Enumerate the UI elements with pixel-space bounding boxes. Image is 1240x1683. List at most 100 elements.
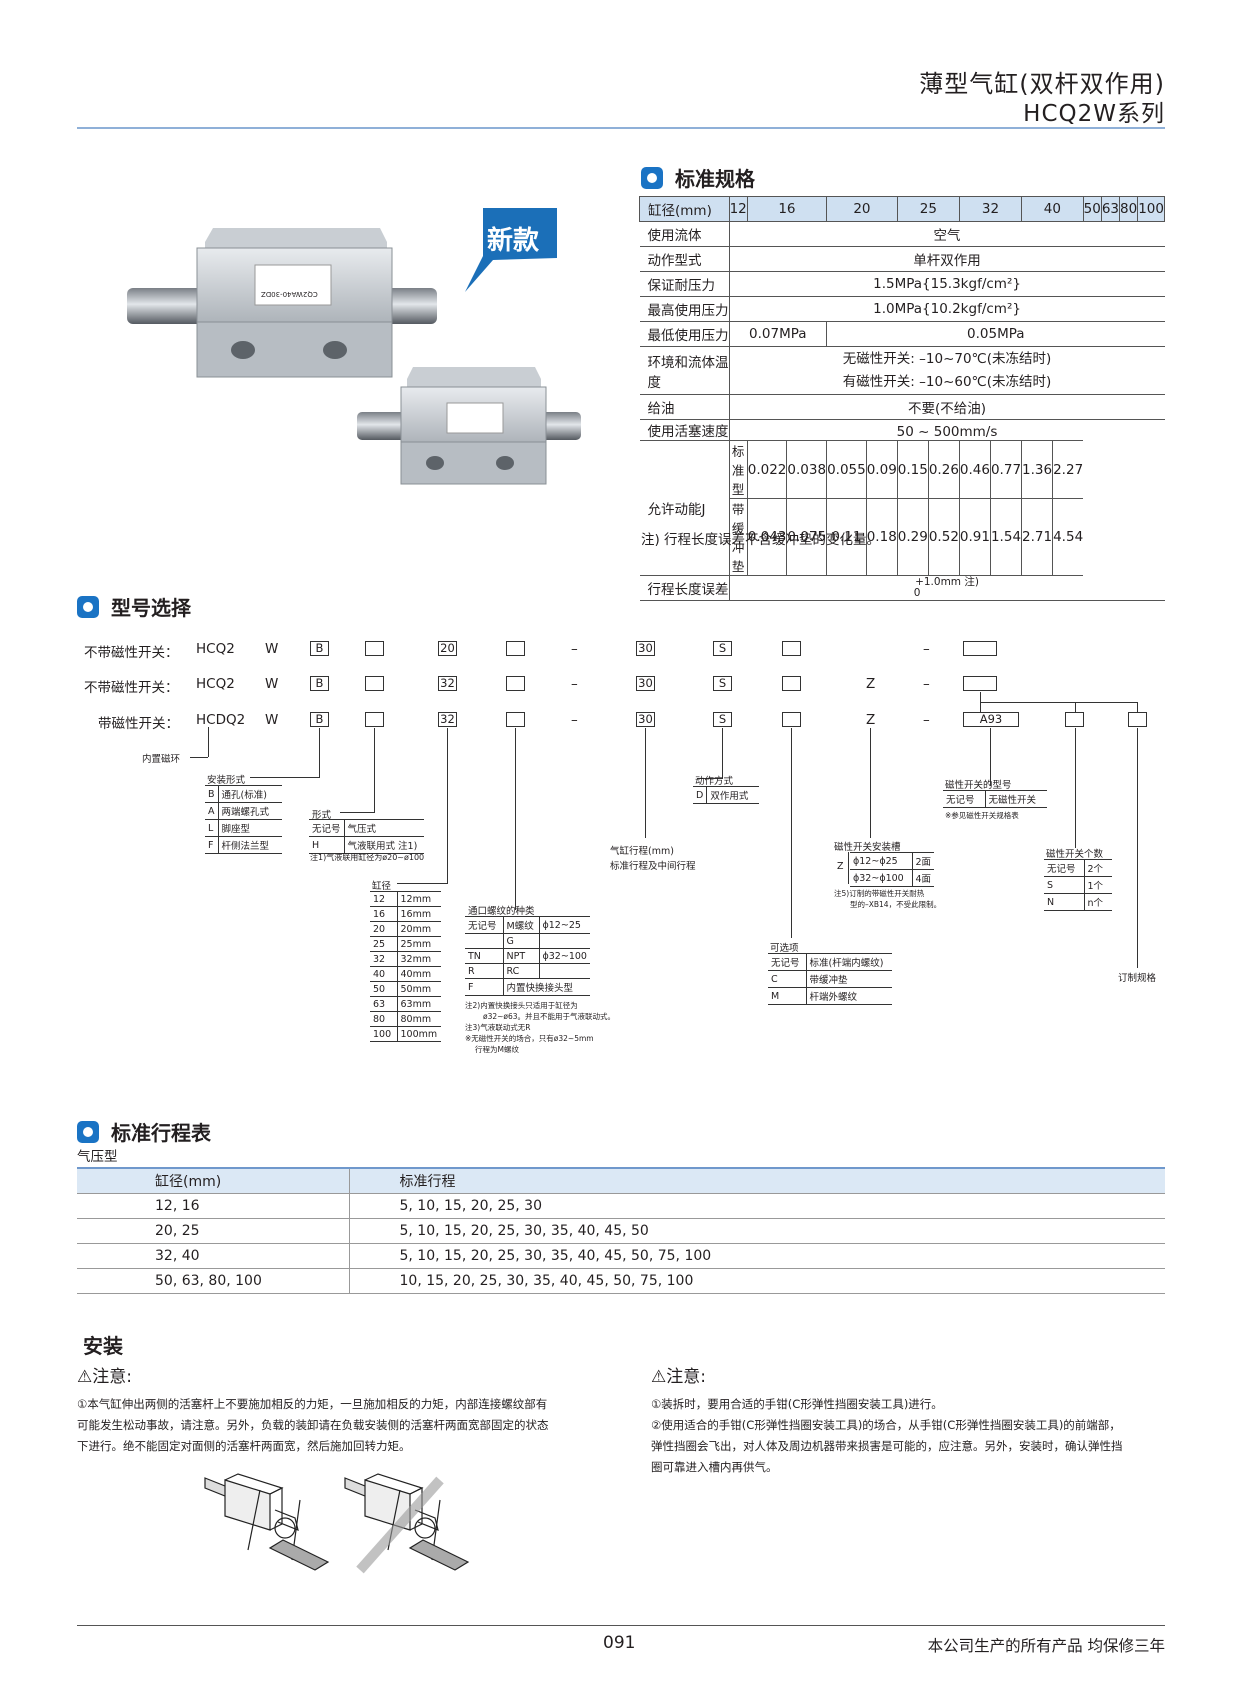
connector-line bbox=[697, 778, 723, 779]
energy-type: 标准型 bbox=[729, 440, 748, 499]
desc: n个 bbox=[1083, 893, 1112, 911]
desc: 80mm bbox=[396, 1011, 441, 1027]
desc: 气液联用式 注1) bbox=[343, 836, 425, 854]
model-dash: – bbox=[923, 676, 930, 692]
spec-heading: 标准规格 bbox=[641, 163, 755, 192]
code: 20 bbox=[370, 921, 397, 937]
page-number: 091 bbox=[603, 1633, 636, 1653]
code-box: 30 bbox=[636, 641, 655, 656]
desc: 16mm bbox=[396, 906, 441, 922]
code-box bbox=[365, 641, 384, 656]
spec-value: 0.05MPa bbox=[826, 321, 1165, 347]
connector-line bbox=[870, 728, 871, 838]
desc: 脚座型 bbox=[217, 819, 283, 837]
install-left-text: ①本气缸伸出两侧的活塞杆上不要施加相反的力矩，一旦施加相反的力矩，内部连接螺纹部… bbox=[77, 1394, 597, 1457]
code: 12 bbox=[370, 891, 397, 907]
bore-cell: 50 bbox=[1082, 196, 1102, 222]
spec-value: 空气 bbox=[729, 221, 1165, 247]
model-dash: – bbox=[923, 641, 930, 657]
spec-label: 环境和流体温度 bbox=[639, 346, 730, 395]
model-series: HCQ2 bbox=[196, 676, 235, 692]
code-box: S bbox=[713, 641, 732, 656]
code: N bbox=[1044, 893, 1084, 911]
desc: ϕ12~ϕ25 bbox=[850, 852, 912, 870]
energy-value: 0.022 bbox=[746, 440, 787, 499]
energy-value: 2.27 bbox=[1052, 440, 1084, 499]
code: 100 bbox=[370, 1026, 397, 1042]
energy-value: 0.075 bbox=[786, 498, 827, 576]
para-line: ②使用适合的手钳(C形弹性挡圈安装工具)的场合，从手钳(C形弹性挡圈安装工具)的… bbox=[651, 1418, 1121, 1432]
note-line: ※无磁性开关的场合，只有ø32~5mm bbox=[465, 1034, 594, 1043]
model-row-label: 带磁性开关： bbox=[98, 716, 179, 732]
desc: 12mm bbox=[396, 891, 441, 907]
faces: 2面 bbox=[911, 852, 935, 870]
connector-line bbox=[397, 883, 448, 884]
code: R bbox=[465, 963, 503, 979]
footer-rule bbox=[77, 1625, 1165, 1626]
code-box: A93 bbox=[963, 712, 1019, 727]
note-line: 注5)订制的带磁性开关耐热 bbox=[834, 889, 925, 898]
desc: NPT bbox=[502, 948, 539, 964]
faces: 4面 bbox=[911, 869, 935, 887]
warning-right: ⚠注意: bbox=[651, 1362, 706, 1387]
spec-value: 1.0MPa{10.2kgf/cm²} bbox=[729, 296, 1165, 322]
code: 无记号 bbox=[465, 916, 503, 934]
energy-value: 0.09 bbox=[865, 440, 898, 499]
code-box bbox=[506, 712, 525, 727]
port-notes: 注2)内置快换接头只适用于缸径为 ø32~ø63。并且不能用于气液联动式。 注3… bbox=[465, 1000, 615, 1055]
spec-label: 最低使用压力 bbox=[639, 321, 730, 347]
energy-value: 2.71 bbox=[1021, 498, 1053, 576]
bore-cell: 40 bbox=[1021, 196, 1084, 222]
energy-value: 1.36 bbox=[1021, 440, 1053, 499]
code: A bbox=[205, 802, 219, 820]
connector-line bbox=[340, 812, 375, 813]
para-line: ①装拆时，要用合适的手钳(C形弹性挡圈安装工具)进行。 bbox=[651, 1397, 943, 1411]
product-image-large: CQ2WA40-30DZ bbox=[125, 210, 445, 400]
desc: 32mm bbox=[396, 951, 441, 967]
code: D bbox=[693, 786, 707, 804]
code-box bbox=[365, 712, 384, 727]
energy-value: 0.52 bbox=[927, 498, 960, 576]
code: 50 bbox=[370, 981, 397, 997]
energy-value: 1.54 bbox=[989, 498, 1022, 576]
bore-cell: 32 bbox=[958, 196, 1023, 222]
spec-row: 环境和流体温度无磁性开关: –10~70℃(未冻结时)有磁性开关: –10~60… bbox=[639, 346, 1165, 395]
connector-line bbox=[791, 728, 792, 938]
model-series: HCDQ2 bbox=[196, 712, 246, 728]
connector-line bbox=[1075, 702, 1076, 712]
code-box: B bbox=[310, 641, 329, 656]
connector-line bbox=[190, 757, 208, 758]
bore-cell: 25 bbox=[896, 196, 960, 222]
energy-type: 带缓冲垫 bbox=[729, 498, 748, 576]
code-box bbox=[506, 641, 525, 656]
desc: 1个 bbox=[1083, 876, 1112, 894]
code-box bbox=[1128, 712, 1147, 727]
energy-value: 0.055 bbox=[826, 440, 867, 499]
spec-value: 单杆双作用 bbox=[729, 246, 1165, 272]
swtype-title: 磁性开关的型号 bbox=[945, 780, 1012, 791]
stroke-label: 标准行程及中间行程 bbox=[610, 861, 696, 872]
swtype-table: 无记号无磁性开关 bbox=[943, 790, 1047, 808]
code: 无记号 bbox=[943, 790, 985, 808]
model-z: Z bbox=[866, 712, 876, 728]
energy-value: 4.54 bbox=[1052, 498, 1084, 576]
connector-line bbox=[250, 777, 320, 778]
install-title: 安装 bbox=[83, 1334, 123, 1358]
bore-cell: 16 bbox=[746, 196, 828, 222]
warning-left: ⚠注意: bbox=[77, 1362, 132, 1387]
option-title: 可选项 bbox=[770, 943, 799, 954]
spec-row: 行程长度误差 +1.0mm 注)0 bbox=[639, 575, 1165, 601]
spec-value: 不要(不给油) bbox=[729, 394, 1165, 420]
desc: 带缓冲垫 bbox=[805, 970, 892, 988]
spec-value: 1.5MPa{15.3kgf/cm²} bbox=[729, 271, 1165, 297]
connector-line bbox=[374, 728, 375, 812]
